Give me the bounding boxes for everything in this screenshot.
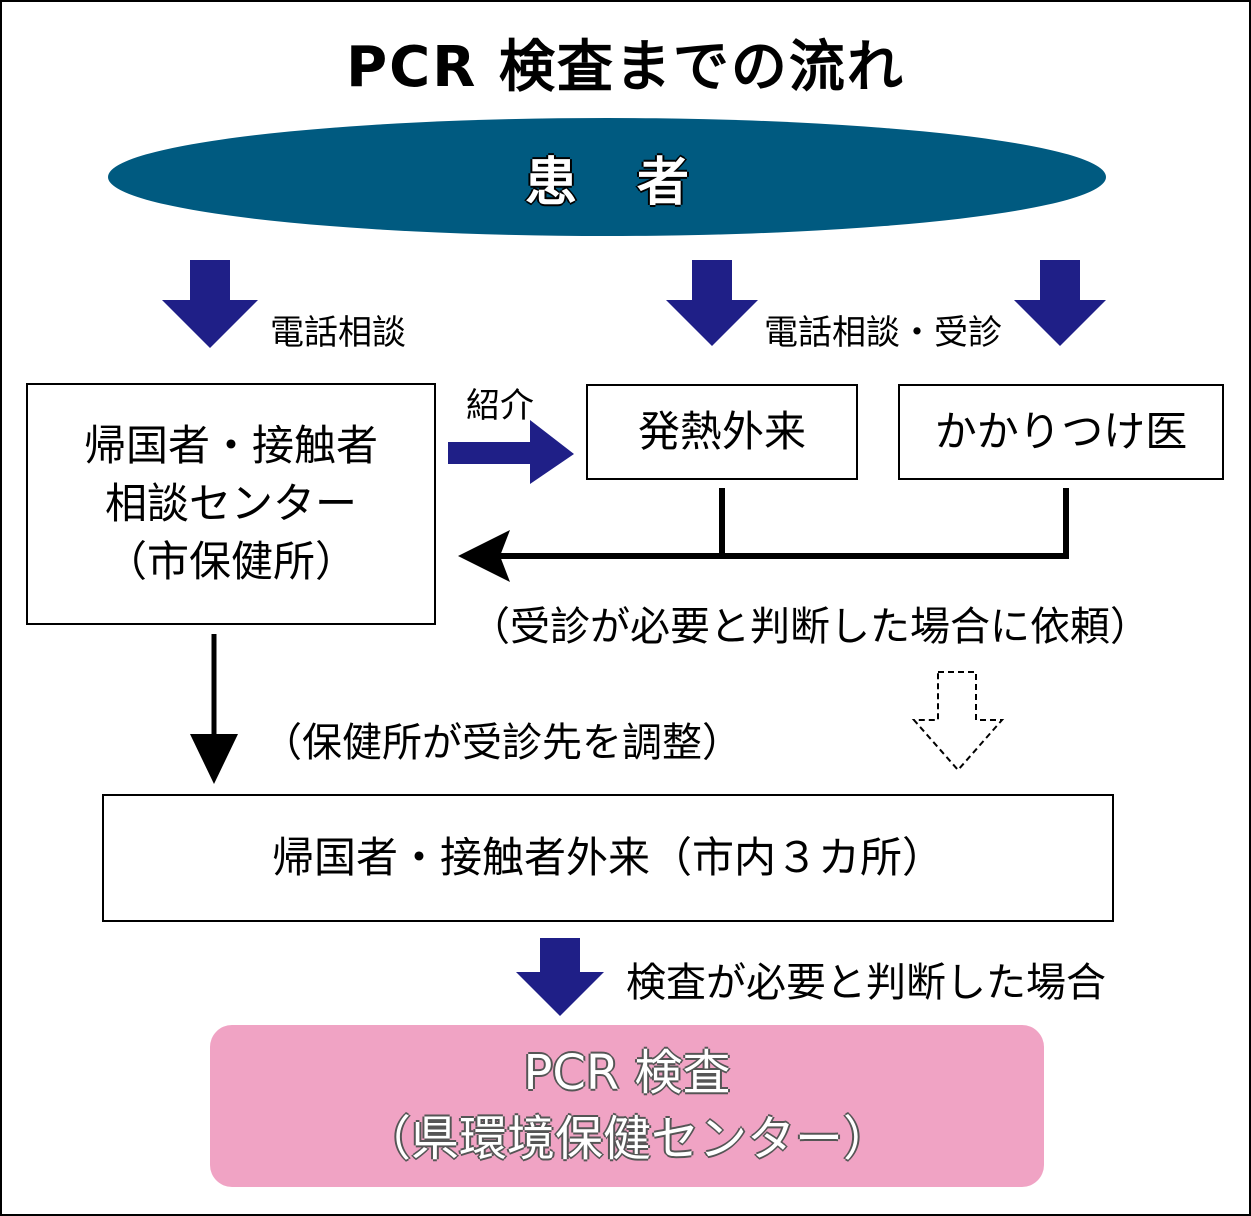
down-arrow-family-doctor — [1014, 260, 1106, 346]
down-arrow-adjust-head — [190, 734, 238, 784]
family-doctor-label: かかりつけ医 — [934, 407, 1188, 456]
fever-clinic-label: 発熱外来 — [637, 407, 806, 456]
test-needed-label: 検査が必要と判断した場合 — [626, 960, 1106, 1006]
referral-label: 紹介 — [466, 386, 534, 426]
phone-consult-label: 電話相談 — [270, 313, 406, 353]
adjust-note: （保健所が受診先を調整） — [262, 720, 742, 766]
down-arrow-fever-clinic — [666, 260, 758, 346]
patient-ellipse — [108, 118, 1106, 236]
pcr-test-line1: PCR 検査 — [523, 1045, 731, 1101]
consult-center-line2: 相談センター — [104, 479, 357, 528]
consult-center-box: 帰国者・接触者 相談センター （市保健所） — [26, 383, 436, 625]
diagram-title: PCR 検査までの流れ — [346, 35, 905, 100]
down-arrow-phone-consult — [162, 260, 258, 348]
returnee-clinic-box: 帰国者・接触者外来（市内３カ所） — [102, 794, 1114, 922]
family-doctor-box: かかりつけ医 — [898, 384, 1224, 480]
left-arrow-request — [458, 530, 510, 582]
pcr-test-box: PCR 検査 （県環境保健センター） — [210, 1025, 1044, 1187]
fever-clinic-box: 発熱外来 — [586, 384, 858, 480]
right-arrow-referral — [448, 420, 574, 484]
returnee-clinic-label: 帰国者・接触者外来（市内３カ所） — [271, 833, 944, 882]
phone-consult-visit-label: 電話相談・受診 — [764, 313, 1002, 353]
down-arrow-test — [516, 938, 604, 1016]
patient-label: 患者 — [524, 153, 749, 213]
consult-center-line1: 帰国者・接触者 — [83, 421, 378, 470]
dashed-down-arrow — [911, 671, 1005, 772]
pcr-test-line2: （県環境保健センター） — [362, 1111, 891, 1167]
consult-center-line3: （市保健所） — [104, 537, 357, 586]
request-note: （受診が必要と判断した場合に依頼） — [470, 604, 1150, 650]
